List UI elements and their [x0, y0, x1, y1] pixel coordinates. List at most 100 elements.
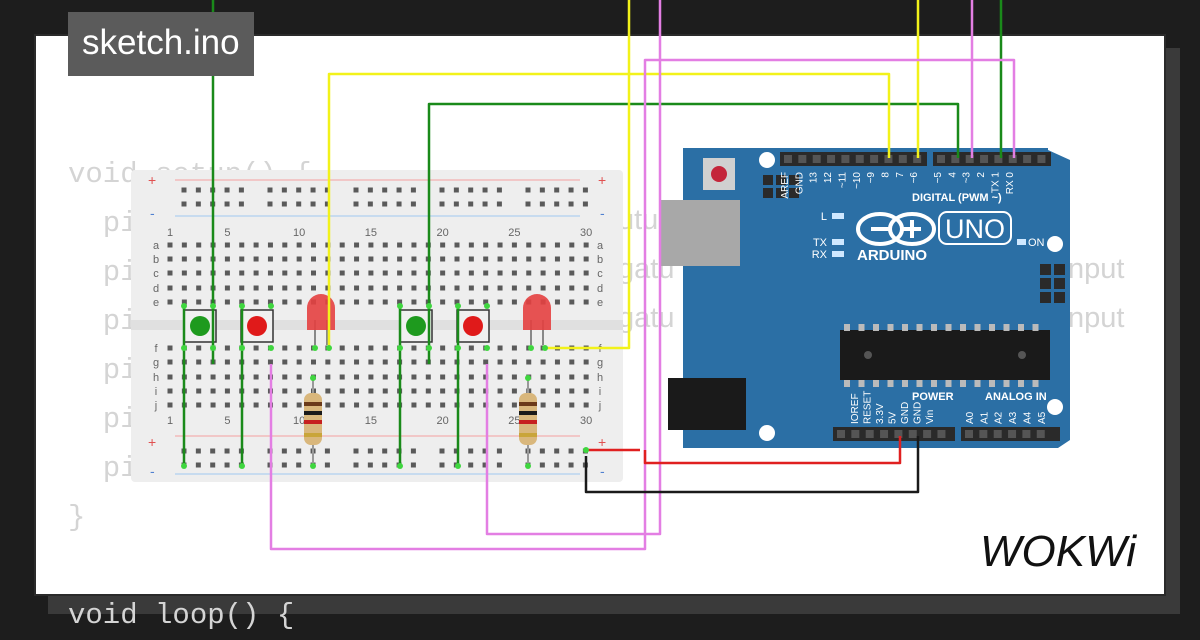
- wire-green: [427, 102, 960, 364]
- resistor: [519, 378, 537, 466]
- row-label: b: [153, 254, 159, 266]
- column-label: 25: [508, 227, 520, 239]
- pin-dot: [326, 345, 332, 351]
- pin-dot: [239, 303, 245, 309]
- board-led: [832, 213, 844, 219]
- pin-dot: [397, 303, 403, 309]
- analog-pin-label: A2: [994, 411, 1005, 424]
- column-label: 5: [224, 227, 230, 239]
- pin-dot: [310, 463, 316, 469]
- push-button[interactable]: [456, 309, 490, 343]
- power-pin-label: IOREF: [850, 393, 861, 424]
- wire-red: [643, 436, 902, 465]
- led[interactable]: [523, 294, 551, 345]
- digital-pin-label: RX 0: [1005, 172, 1016, 195]
- digital-pin-label: ~10: [852, 172, 863, 189]
- row-label: j: [598, 400, 601, 412]
- pin-dot: [484, 303, 490, 309]
- pin-dot: [525, 375, 531, 381]
- pin-dot: [583, 447, 589, 453]
- pin-dot: [397, 463, 403, 469]
- rail-plus-label: +: [148, 434, 156, 450]
- wire-black: [584, 436, 920, 494]
- power-header: [833, 427, 955, 441]
- analog-pin-label: A4: [1022, 411, 1033, 424]
- power-pin-label: 3.3V: [875, 403, 886, 424]
- row-label: h: [153, 372, 159, 384]
- analog-pin-label: A3: [1008, 411, 1019, 424]
- pin-dot: [528, 345, 534, 351]
- pin-dot: [426, 345, 432, 351]
- pin-dot: [239, 345, 245, 351]
- pin-dot: [268, 303, 274, 309]
- column-label: 15: [365, 227, 377, 239]
- board-led: [832, 239, 844, 245]
- pin-dot: [310, 375, 316, 381]
- pin-dot: [542, 345, 548, 351]
- rail-minus-label: -: [600, 463, 605, 479]
- pin-dot: [268, 345, 274, 351]
- rail-minus-label: -: [150, 205, 155, 221]
- pin-dot: [181, 303, 187, 309]
- row-label: g: [153, 357, 159, 369]
- row-label: f: [154, 343, 158, 355]
- pin-dot: [210, 303, 216, 309]
- digital-pin-label: 7: [895, 172, 906, 178]
- pin-dot: [181, 345, 187, 351]
- column-label: 15: [365, 415, 377, 427]
- row-label: h: [597, 372, 603, 384]
- rail-plus-label: +: [598, 434, 606, 450]
- power-pin-label: 5V: [888, 411, 899, 424]
- pin-dot: [312, 345, 318, 351]
- model-badge: [938, 211, 1012, 245]
- digital-pin-label: TX 1: [990, 172, 1001, 194]
- column-label: 30: [580, 415, 592, 427]
- push-button[interactable]: [183, 309, 217, 343]
- pin-dot: [484, 345, 490, 351]
- wokwi-logo-text: WOKWi: [980, 527, 1137, 576]
- header-pins: [784, 155, 1046, 163]
- pin-dot: [525, 463, 531, 469]
- arduino-logo: [856, 212, 936, 246]
- digital-pin-label: GND: [794, 172, 805, 194]
- wire-pink: [485, 0, 662, 536]
- pin-dot: [455, 345, 461, 351]
- column-label: 1: [167, 415, 173, 427]
- code-fragment: nput: [1068, 253, 1124, 285]
- digital-pin-label: ~9: [866, 172, 877, 184]
- power-pin-label: GND: [913, 402, 924, 424]
- row-label: i: [155, 386, 157, 398]
- digital-label: DIGITAL (PWM ~): [912, 192, 1002, 204]
- pin-dot: [455, 463, 461, 469]
- digital-pin-label: 4: [947, 172, 958, 178]
- digital-pin-label: 12: [823, 172, 834, 184]
- rail-plus-label: +: [598, 172, 606, 188]
- row-label: i: [599, 386, 601, 398]
- on-led: [1017, 239, 1026, 245]
- digital-pin-label: ~6: [909, 172, 920, 184]
- bottom-header-pins: [837, 430, 1045, 438]
- row-label: b: [597, 254, 603, 266]
- board-led-label: RX: [812, 249, 828, 261]
- project-title[interactable]: sketch.ino: [68, 12, 254, 76]
- pin-dot: [239, 463, 245, 469]
- usb-port: [660, 200, 740, 266]
- pin-dot: [397, 345, 403, 351]
- icsp-header: [763, 175, 799, 198]
- digital-pin-label: 13: [809, 172, 820, 184]
- row-label: j: [154, 400, 157, 412]
- column-label: 20: [437, 227, 449, 239]
- push-button[interactable]: [399, 309, 433, 343]
- column-label: 1: [167, 227, 173, 239]
- board-led: [832, 251, 844, 257]
- pin-dot: [426, 303, 432, 309]
- power-pin-label: Vin: [925, 410, 936, 424]
- push-button[interactable]: [240, 309, 274, 343]
- row-label: c: [153, 268, 159, 280]
- row-label: d: [153, 283, 159, 295]
- digital-pin-label: 2: [976, 172, 987, 178]
